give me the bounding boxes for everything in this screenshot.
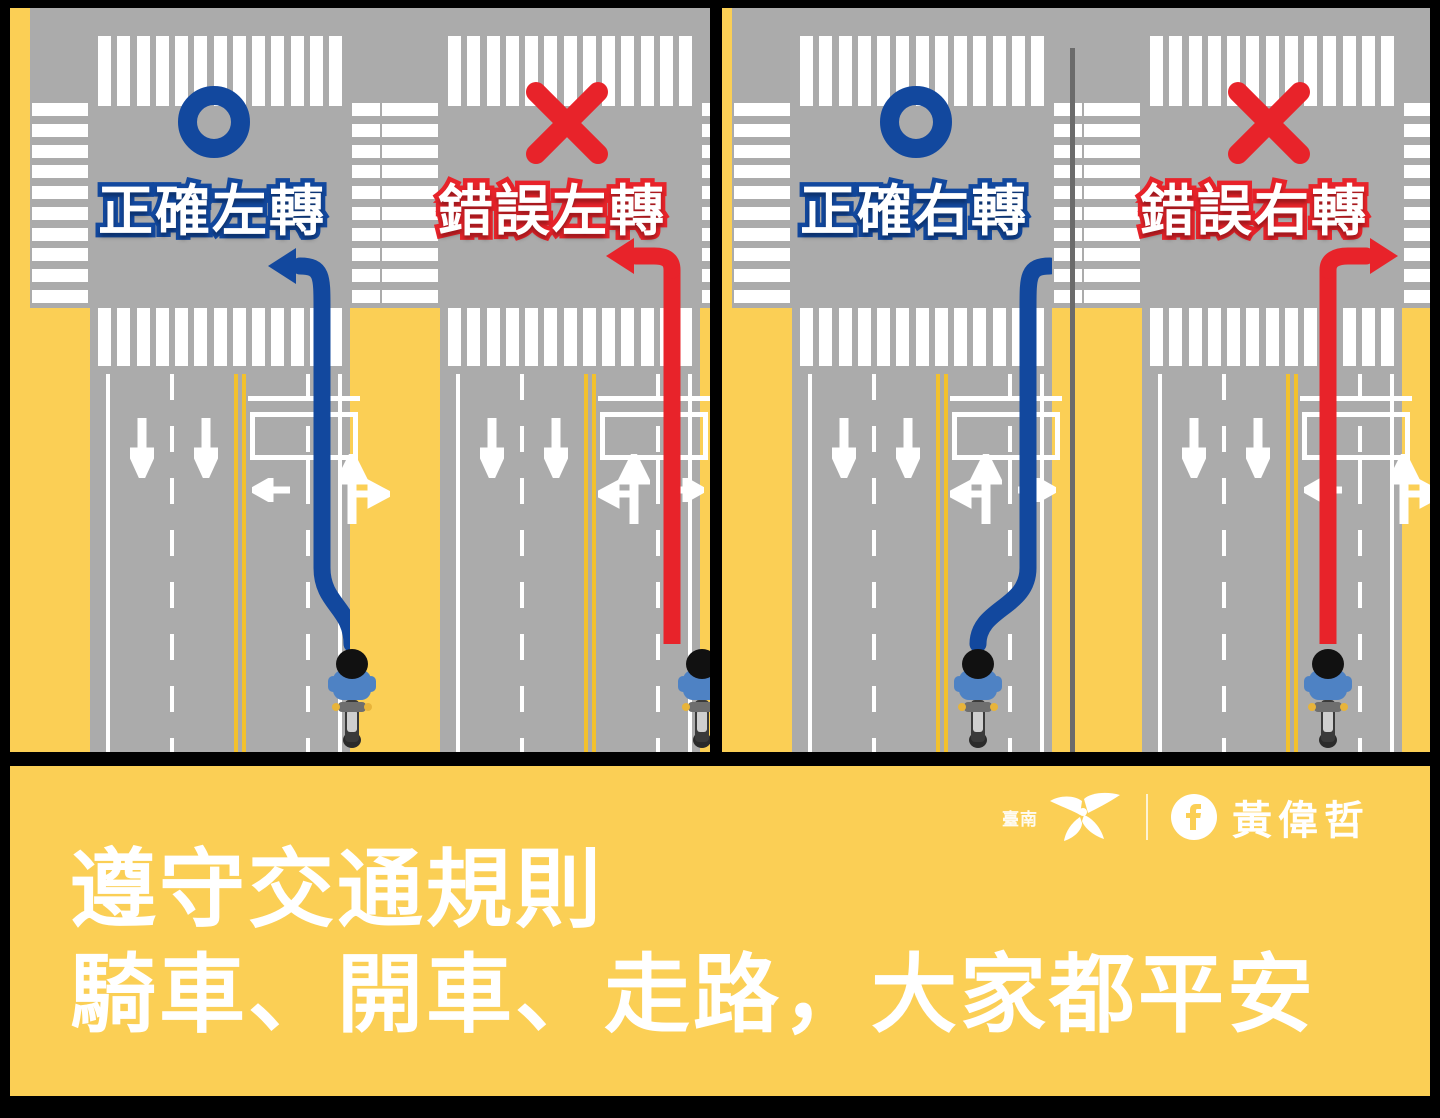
motorcycle-waiting-box [1302,412,1410,460]
edge-line-west [808,374,812,752]
edge-line-west [1158,374,1162,752]
edge-line-east [688,374,692,752]
edge-line-west [106,374,110,752]
down-arrow-icon-1 [832,416,856,478]
label-wrong-left-turn: 錯誤左轉 [433,175,668,248]
brand-strip: 臺南 黃偉哲 [1002,788,1370,846]
stop-bar [248,396,360,401]
verdict-wrong-cross [524,80,610,166]
label-correct-left-turn: 正確左轉 [93,175,328,248]
crosswalk-west [382,103,438,303]
crosswalk-east [702,103,710,303]
tainan-city-logo: 臺南 [1002,791,1124,843]
straight-right-lane-arrow-icon [1390,454,1430,526]
motorcycle-rider [674,644,710,748]
straight-right-lane-arrow-icon [338,454,390,526]
motorcycle-rider [324,644,380,748]
banner-line-1: 遵守交通規則 [70,840,604,940]
motorcycle-rider [950,644,1006,748]
crosswalk-north [448,36,692,106]
down-arrow-icon-1 [1182,416,1206,478]
crosswalk-south [98,308,342,366]
crosswalk-east [1404,103,1430,303]
half-right-turn-comparison: 正確右轉 錯誤右轉 [722,8,1430,752]
crosswalk-south [448,308,692,366]
center-line-a [936,374,940,752]
bottom-banner: 臺南 黃偉哲 遵守交通規則 騎車、開車、走路，大家都平安 [10,766,1430,1096]
facebook-page-name: 黃偉哲 [1232,798,1370,844]
lane-divider-oncoming [872,374,876,752]
center-line-a [584,374,588,752]
edge-line-west [456,374,460,752]
waiting-box-stem [1358,460,1362,484]
lane-divider-oncoming [170,374,174,752]
panel-correct-right-turn [732,8,1112,752]
right-turn-lane-arrow-icon [1016,478,1056,502]
center-line-b [242,374,246,752]
stop-bar [950,396,1062,401]
panel-wrong-left-turn [380,8,710,752]
left-turn-lane-arrow-icon [252,478,292,502]
facebook-link[interactable]: 黃偉哲 [1170,788,1370,846]
down-arrow-icon-2 [1246,416,1270,478]
motorcycle-waiting-box [250,412,358,460]
waiting-box-stem [306,460,310,484]
down-arrow-icon-2 [544,416,568,478]
label-correct-right-turn: 正確右轉 [795,175,1030,248]
stop-bar [598,396,710,401]
facebook-icon [1171,794,1217,840]
left-turn-lane-arrow-icon [1304,478,1344,502]
diagram-area: 正確左轉 錯誤左轉 [10,8,1430,752]
right-turn-lane-arrow-icon [664,478,704,502]
verdict-wrong-cross [1226,80,1312,166]
straight-left-lane-arrow-icon [598,454,650,526]
center-line-a [234,374,238,752]
phoenix-mark-icon [1050,792,1120,841]
motorcycle-waiting-box [600,412,708,460]
label-wrong-right-turn: 錯誤右轉 [1135,175,1370,248]
stop-bar [1300,396,1412,401]
down-arrow-icon-2 [194,416,218,478]
down-arrow-icon-2 [896,416,920,478]
crosswalk-south [1150,308,1394,366]
crosswalk-west [1084,103,1140,303]
center-line-b [944,374,948,752]
lane-divider-oncoming [1222,374,1226,752]
crosswalk-north [98,36,342,106]
verdict-correct-circle [880,86,952,158]
center-line-b [1294,374,1298,752]
crosswalk-west [734,103,790,303]
lane-divider-travel [1358,374,1362,752]
down-arrow-icon-1 [130,416,154,478]
lane-divider-oncoming [520,374,524,752]
panel-correct-left-turn [30,8,410,752]
brand-divider [1146,794,1148,840]
motorcycle-rider [1300,644,1356,748]
crosswalk-west [32,103,88,303]
down-arrow-icon-1 [480,416,504,478]
half-left-turn-comparison: 正確左轉 錯誤左轉 [10,8,710,752]
straight-left-lane-arrow-icon [950,454,1002,526]
waiting-box-stem [656,460,660,484]
center-line-b [592,374,596,752]
panel-divider-line [1070,48,1075,752]
lane-divider-travel [656,374,660,752]
city-logo-text: 臺南 [1002,809,1038,830]
center-line-a [1286,374,1290,752]
crosswalk-south [800,308,1044,366]
verdict-correct-circle [178,86,250,158]
panel-wrong-right-turn [1082,8,1430,752]
crosswalk-north [1150,36,1394,106]
waiting-box-stem [1008,460,1012,484]
edge-line-east [1390,374,1394,752]
banner-line-2: 騎車、開車、走路，大家都平安 [70,944,1316,1045]
banner-slogan: 遵守交通規則 騎車、開車、走路，大家都平安 [70,838,1316,1048]
motorcycle-waiting-box [952,412,1060,460]
